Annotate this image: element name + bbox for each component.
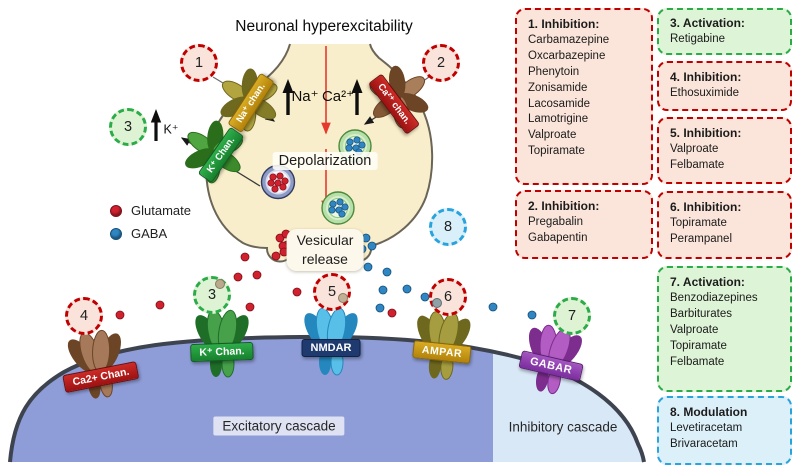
panel-item: Levetiracetam bbox=[670, 421, 743, 434]
k-ion-label: K⁺ bbox=[163, 122, 179, 137]
panel-item: Topiramate bbox=[670, 339, 727, 352]
panel-title: 3. Activation: bbox=[670, 16, 745, 30]
glutamate-vesicle bbox=[260, 164, 296, 200]
legend-glutamate: Glutamate bbox=[110, 199, 191, 222]
glutamate-dot-icon bbox=[110, 204, 122, 217]
panel-item: Valproate bbox=[670, 142, 719, 155]
panel-item: Oxcarbazepine bbox=[528, 49, 606, 62]
ca-ion-label: Ca²⁺ bbox=[321, 88, 355, 105]
panel-title: 6. Inhibition: bbox=[670, 200, 742, 214]
marker-4: 4 bbox=[65, 297, 103, 335]
panel-item: Carbamazepine bbox=[528, 33, 610, 46]
molecule-dot bbox=[215, 279, 225, 289]
marker-7: 7 bbox=[553, 297, 591, 335]
panel-item: Valproate bbox=[528, 129, 577, 142]
panel-item: Topiramate bbox=[670, 216, 727, 229]
k-channel-postsynaptic-protein bbox=[195, 309, 249, 378]
ca-channel-postsynaptic-protein bbox=[67, 329, 121, 399]
excitatory-cascade-label: Excitatory cascade bbox=[213, 416, 345, 436]
na-ion-label: Na⁺ bbox=[291, 88, 319, 105]
legend-gaba: GABA bbox=[110, 222, 191, 245]
panel-item: Brivaracetam bbox=[670, 437, 738, 450]
panel-item: Lacosamide bbox=[528, 97, 591, 110]
gaba-dot-icon bbox=[110, 227, 122, 240]
panel-item: Barbiturates bbox=[670, 307, 733, 320]
panel-item: Ethosuximide bbox=[670, 86, 740, 99]
panel-title: 8. Modulation bbox=[670, 405, 748, 419]
ca-up-arrow bbox=[351, 79, 363, 115]
k-up-arrow bbox=[150, 109, 162, 141]
panel-item: Gabapentin bbox=[528, 231, 588, 244]
panel-title: 2. Inhibition: bbox=[528, 199, 600, 213]
panel-3-activation: 3. Activation: Retigabine bbox=[657, 8, 792, 55]
marker-6: 6 bbox=[429, 278, 467, 316]
marker-1: 1 bbox=[180, 44, 218, 82]
panel-item: Topiramate bbox=[528, 145, 585, 158]
molecule-dot bbox=[338, 293, 348, 303]
panel-title: 5. Inhibition: bbox=[670, 126, 742, 140]
panel-items: Ethosuximide bbox=[670, 86, 779, 102]
panel-item: Pregabalin bbox=[528, 215, 583, 228]
panel-item: Felbamate bbox=[670, 355, 725, 368]
nmdar-label: NMDAR bbox=[301, 339, 361, 357]
na-up-arrow bbox=[282, 79, 294, 115]
panel-4-inhibition: 4. Inhibition: Ethosuximide bbox=[657, 61, 792, 111]
panel-item: Retigabine bbox=[670, 32, 725, 45]
marker-2: 2 bbox=[422, 44, 460, 82]
panel-item: Felbamate bbox=[670, 158, 725, 171]
k-channel-postsynaptic-label: K⁺ Chan. bbox=[190, 341, 254, 363]
panel-item: Valproate bbox=[670, 323, 719, 336]
panel-item: Lamotrigine bbox=[528, 113, 589, 126]
panel-title: 1. Inhibition: bbox=[528, 17, 600, 31]
figure-title: Neuronal hyperexcitability bbox=[235, 18, 413, 35]
depolarization-label: Depolarization bbox=[272, 152, 378, 170]
marker-5: 5 bbox=[313, 273, 351, 311]
marker-8: 8 bbox=[429, 208, 467, 246]
gaba-dots bbox=[357, 233, 537, 320]
panel-item: Phenytoin bbox=[528, 65, 580, 78]
molecule-dot bbox=[432, 298, 442, 308]
marker-3-postsynaptic: 3 bbox=[193, 276, 231, 314]
legend: Glutamate GABA bbox=[110, 199, 191, 245]
panel-item: Benzodiazepines bbox=[670, 291, 758, 304]
marker-3-presynaptic: 3 bbox=[109, 108, 147, 146]
panel-item: Zonisamide bbox=[528, 81, 588, 94]
inhibitory-cascade-label: Inhibitory cascade bbox=[508, 419, 618, 435]
gaba-vesicle bbox=[321, 191, 355, 225]
panel-title: 4. Inhibition: bbox=[670, 70, 742, 84]
panel-item: Perampanel bbox=[670, 232, 733, 245]
vesicular-release-label: Vesicular release bbox=[286, 229, 364, 271]
panel-items: Retigabine bbox=[670, 32, 779, 48]
panel-title: 7. Activation: bbox=[670, 275, 745, 289]
